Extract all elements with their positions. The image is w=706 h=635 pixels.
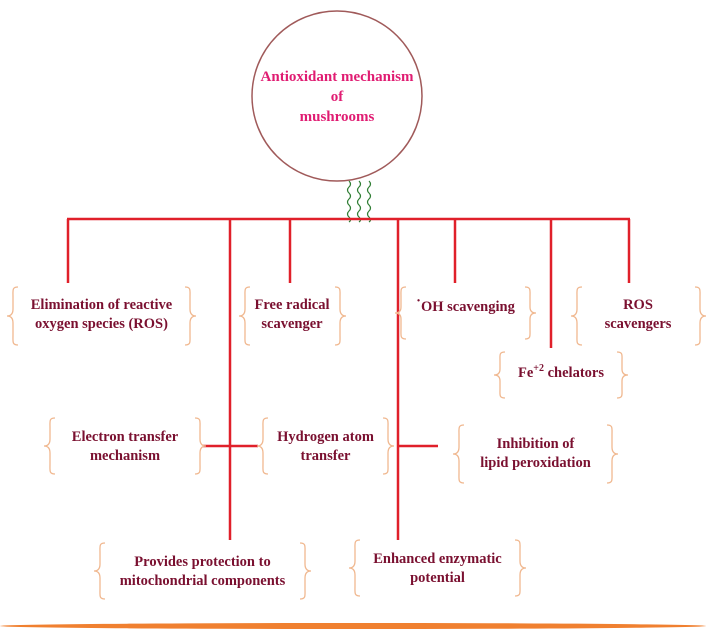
brace-electron-right [194, 417, 207, 475]
brace-oh-left [394, 286, 407, 340]
node-mitochondrial-line2: mitochondrial components [119, 573, 286, 589]
bottom-bar [0, 623, 706, 629]
center-circle [251, 10, 423, 182]
braces [6, 286, 706, 600]
center-title: Antioxidant mechanism of mushrooms [257, 67, 417, 127]
node-ros-scavengers-line2: scavengers [604, 316, 672, 332]
node-mitochondrial: Provides protection to mitochondrial com… [105, 553, 300, 591]
brace-lipid-left [452, 424, 465, 484]
coil-connector [346, 180, 372, 223]
node-lipid-peroxidation: Inhibition of lipid peroxidation [464, 435, 607, 473]
connector-lines [66, 217, 631, 540]
brace-elimination-right [184, 286, 197, 346]
node-enzymatic-line1: Enhanced enzymatic [373, 551, 502, 567]
center-title-line3: mushrooms [299, 109, 375, 125]
brace-lipid-right [606, 424, 619, 484]
node-hydrogen-atom-line2: transfer [300, 448, 351, 464]
center-title-line2: of [330, 89, 344, 105]
node-fe-superscript: +2 [533, 363, 544, 375]
brace-enzymatic-left [348, 539, 361, 597]
node-fe-chelators: Fe+2 chelators [505, 364, 617, 383]
node-lipid-peroxidation-line1: Inhibition of [496, 436, 575, 452]
node-fe-base: Fe [518, 365, 534, 381]
node-elimination-ros-line1: Elimination of reactive [30, 297, 173, 313]
brace-ros-left [570, 286, 583, 346]
node-electron-transfer-line1: Electron transfer [71, 429, 179, 445]
node-oh-dot: · [416, 293, 421, 309]
node-mitochondrial-line1: Provides protection to [134, 554, 271, 570]
node-ros-scavengers: ROS scavengers [583, 296, 693, 334]
brace-electron-left [43, 417, 56, 475]
node-ros-scavengers-line1: ROS [623, 297, 653, 313]
node-hydrogen-atom-line1: Hydrogen atom [277, 429, 374, 445]
node-elimination-ros: Elimination of reactive oxygen species (… [18, 296, 185, 334]
brace-fe-right [616, 351, 629, 399]
node-free-radical-line2: scavenger [261, 316, 323, 332]
brace-hydrogen-left [256, 417, 269, 475]
node-free-radical: Free radical scavenger [247, 296, 337, 334]
center-title-line1: Antioxidant mechanism [260, 69, 414, 85]
node-enzymatic-line2: potential [410, 570, 465, 586]
node-free-radical-line1: Free radical [254, 297, 330, 313]
brace-fe-left [493, 351, 506, 399]
node-electron-transfer: Electron transfer mechanism [55, 428, 195, 466]
node-hydrogen-atom: Hydrogen atom transfer [268, 428, 383, 466]
brace-ros-right [694, 286, 706, 346]
brace-mito-left [93, 542, 106, 600]
node-oh-text: OH scavenging [420, 299, 515, 315]
brace-free-radical-right [334, 286, 347, 346]
brace-mito-right [299, 542, 312, 600]
node-oh-scavenging: ·OH scavenging [406, 293, 525, 317]
node-elimination-ros-line2: oxygen species (ROS) [35, 316, 168, 332]
brace-enzymatic-right [514, 539, 527, 597]
node-enzymatic: Enhanced enzymatic potential [360, 550, 515, 588]
brace-free-radical-left [238, 286, 251, 346]
brace-oh-right [524, 286, 537, 340]
node-lipid-peroxidation-line2: lipid peroxidation [480, 455, 591, 471]
node-electron-transfer-line2: mechanism [89, 448, 161, 464]
brace-hydrogen-right [382, 417, 395, 475]
brace-elimination-left [6, 286, 19, 346]
node-fe-text: chelators [544, 365, 604, 381]
